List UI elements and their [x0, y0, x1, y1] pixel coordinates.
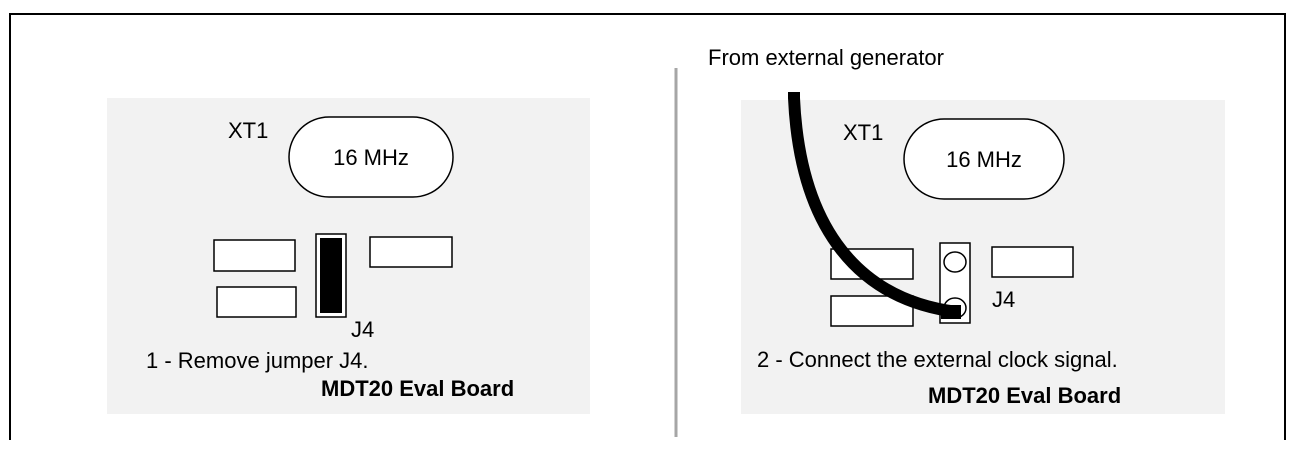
left-board-name: MDT20 Eval Board [321, 376, 514, 401]
left-crystal-freq: 16 MHz [333, 145, 409, 170]
left-crystal-ref: XT1 [228, 118, 268, 143]
right-board-name: MDT20 Eval Board [928, 383, 1121, 408]
left-crystal-oval [288, 116, 454, 198]
figure-frame [9, 13, 1286, 440]
right-crystal-ref: XT1 [843, 120, 883, 145]
left-panel: XT1 16 MHz J4 1 - Remove jumper J4. MDT2… [107, 98, 590, 414]
right-crystal-freq: 16 MHz [946, 147, 1022, 172]
left-component-3 [369, 236, 453, 268]
right-component-3 [991, 246, 1074, 278]
right-jumper-label: J4 [992, 287, 1015, 312]
source-label: From external generator [708, 45, 944, 70]
left-step-text: 1 - Remove jumper J4. [146, 348, 369, 373]
right-jumper-pin-1 [943, 251, 967, 273]
cable-end-connector [941, 305, 961, 319]
left-component-1 [213, 239, 296, 272]
right-crystal-oval [903, 118, 1065, 200]
left-jumper-label: J4 [351, 317, 374, 342]
external-clock-cable [788, 92, 958, 318]
left-jumper-block [320, 238, 342, 313]
right-step-text: 2 - Connect the external clock signal. [757, 347, 1118, 372]
left-component-2 [216, 286, 297, 318]
right-panel: From external generator XT1 16 MHz J4 2 … [708, 45, 1225, 414]
